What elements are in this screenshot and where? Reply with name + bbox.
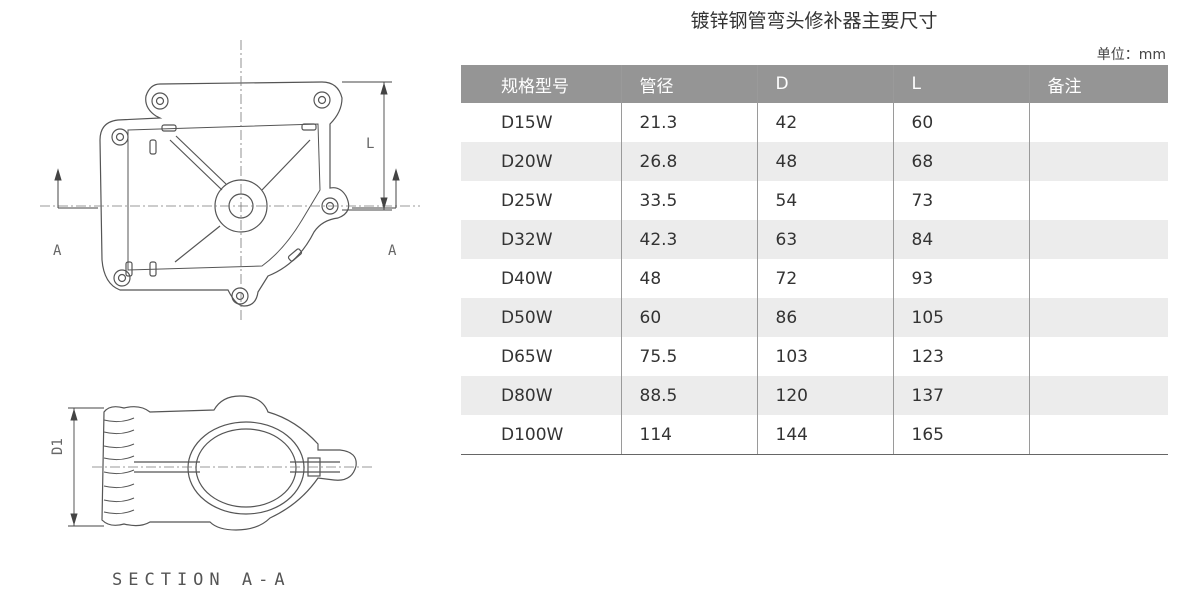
cell-l: 165 [892, 415, 1029, 455]
cell-model: D50W [461, 298, 621, 337]
page-title: 镀锌钢管弯头修补器主要尺寸 [690, 10, 938, 32]
cell-l: 137 [892, 376, 1029, 415]
cell-model: D100W [461, 415, 621, 455]
table-row: D25W 33.5 54 73 [461, 181, 1168, 220]
cell-l: 93 [892, 259, 1029, 298]
table-row: D40W 48 72 93 [461, 259, 1168, 298]
section-mark-a-right: A [388, 243, 397, 259]
table-row: D50W 60 86 105 [461, 298, 1168, 337]
cell-pipe-diameter: 33.5 [620, 181, 757, 220]
cell-pipe-diameter: 60 [620, 298, 757, 337]
cell-d: 42 [756, 103, 893, 142]
cell-pipe-diameter: 75.5 [620, 337, 757, 376]
table-row: D80W 88.5 120 137 [461, 376, 1168, 415]
dimension-d1-label: D1 [50, 438, 66, 455]
cell-model: D80W [461, 376, 621, 415]
cell-remarks [1028, 103, 1168, 142]
cell-model: D15W [501, 112, 553, 133]
cell-l: 73 [892, 181, 1029, 220]
cell-model: D20W [461, 142, 621, 181]
cell-pipe-diameter: 48 [620, 259, 757, 298]
cell-model: D25W [501, 190, 553, 211]
header-model: 规格型号 [461, 65, 621, 103]
dimension-l-label: L [366, 136, 375, 152]
cell-d: 63 [756, 220, 893, 259]
cell-model: D32W [461, 220, 621, 259]
cell-remarks [1028, 142, 1168, 181]
section-label: SECTION A-A [112, 570, 291, 590]
table-row: D100W 114 144 165 [461, 415, 1168, 455]
table-row: D15W 21.3 42 60 [461, 103, 1168, 142]
cell-pipe-diameter: 114 [620, 415, 757, 455]
header-pipe-diameter: 管径 [620, 65, 757, 103]
header-d: D [756, 65, 893, 103]
cell-d: 120 [756, 376, 893, 415]
cell-remarks [1028, 337, 1168, 376]
section-mark-a-left: A [53, 243, 62, 259]
cell-pipe-diameter: 88.5 [620, 376, 757, 415]
table-row: D20W 26.8 48 68 [461, 142, 1168, 181]
header-remarks: 备注 [1028, 65, 1168, 103]
cell-remarks [1028, 376, 1168, 415]
cell-l: 105 [892, 298, 1029, 337]
cell-model: D40W [501, 268, 553, 289]
cell-remarks [1028, 259, 1168, 298]
cell-remarks [1028, 220, 1168, 259]
cell-d: 54 [756, 181, 893, 220]
cell-pipe-diameter: 42.3 [620, 220, 757, 259]
table-row: D65W 75.5 103 123 [461, 337, 1168, 376]
table-header-row: 规格型号 管径 D L 备注 [461, 65, 1168, 103]
table-row: D32W 42.3 63 84 [461, 220, 1168, 259]
technical-drawing: A A L D1 SECTION A-A [0, 0, 440, 608]
cell-remarks [1028, 415, 1168, 455]
cell-l: 84 [892, 220, 1029, 259]
section-view-outline [101, 395, 357, 531]
header-l: L [892, 65, 1029, 103]
cell-remarks [1028, 298, 1168, 337]
cell-d: 48 [756, 142, 893, 181]
cell-l: 60 [892, 103, 1029, 142]
cell-l: 68 [892, 142, 1029, 181]
drawing-svg [40, 40, 420, 531]
cell-d: 86 [756, 298, 893, 337]
top-view-outline [99, 81, 350, 307]
cell-model: D65W [501, 346, 553, 367]
cell-l: 123 [892, 337, 1029, 376]
spec-table: 规格型号 管径 D L 备注 D15W 21.3 42 60 D20W 26.8… [461, 65, 1168, 455]
cell-d: 103 [756, 337, 893, 376]
cell-pipe-diameter: 21.3 [620, 103, 757, 142]
cell-remarks [1028, 181, 1168, 220]
cell-d: 72 [756, 259, 893, 298]
cell-pipe-diameter: 26.8 [620, 142, 757, 181]
cell-d: 144 [756, 415, 893, 455]
unit-label: 单位：mm [1096, 47, 1166, 63]
